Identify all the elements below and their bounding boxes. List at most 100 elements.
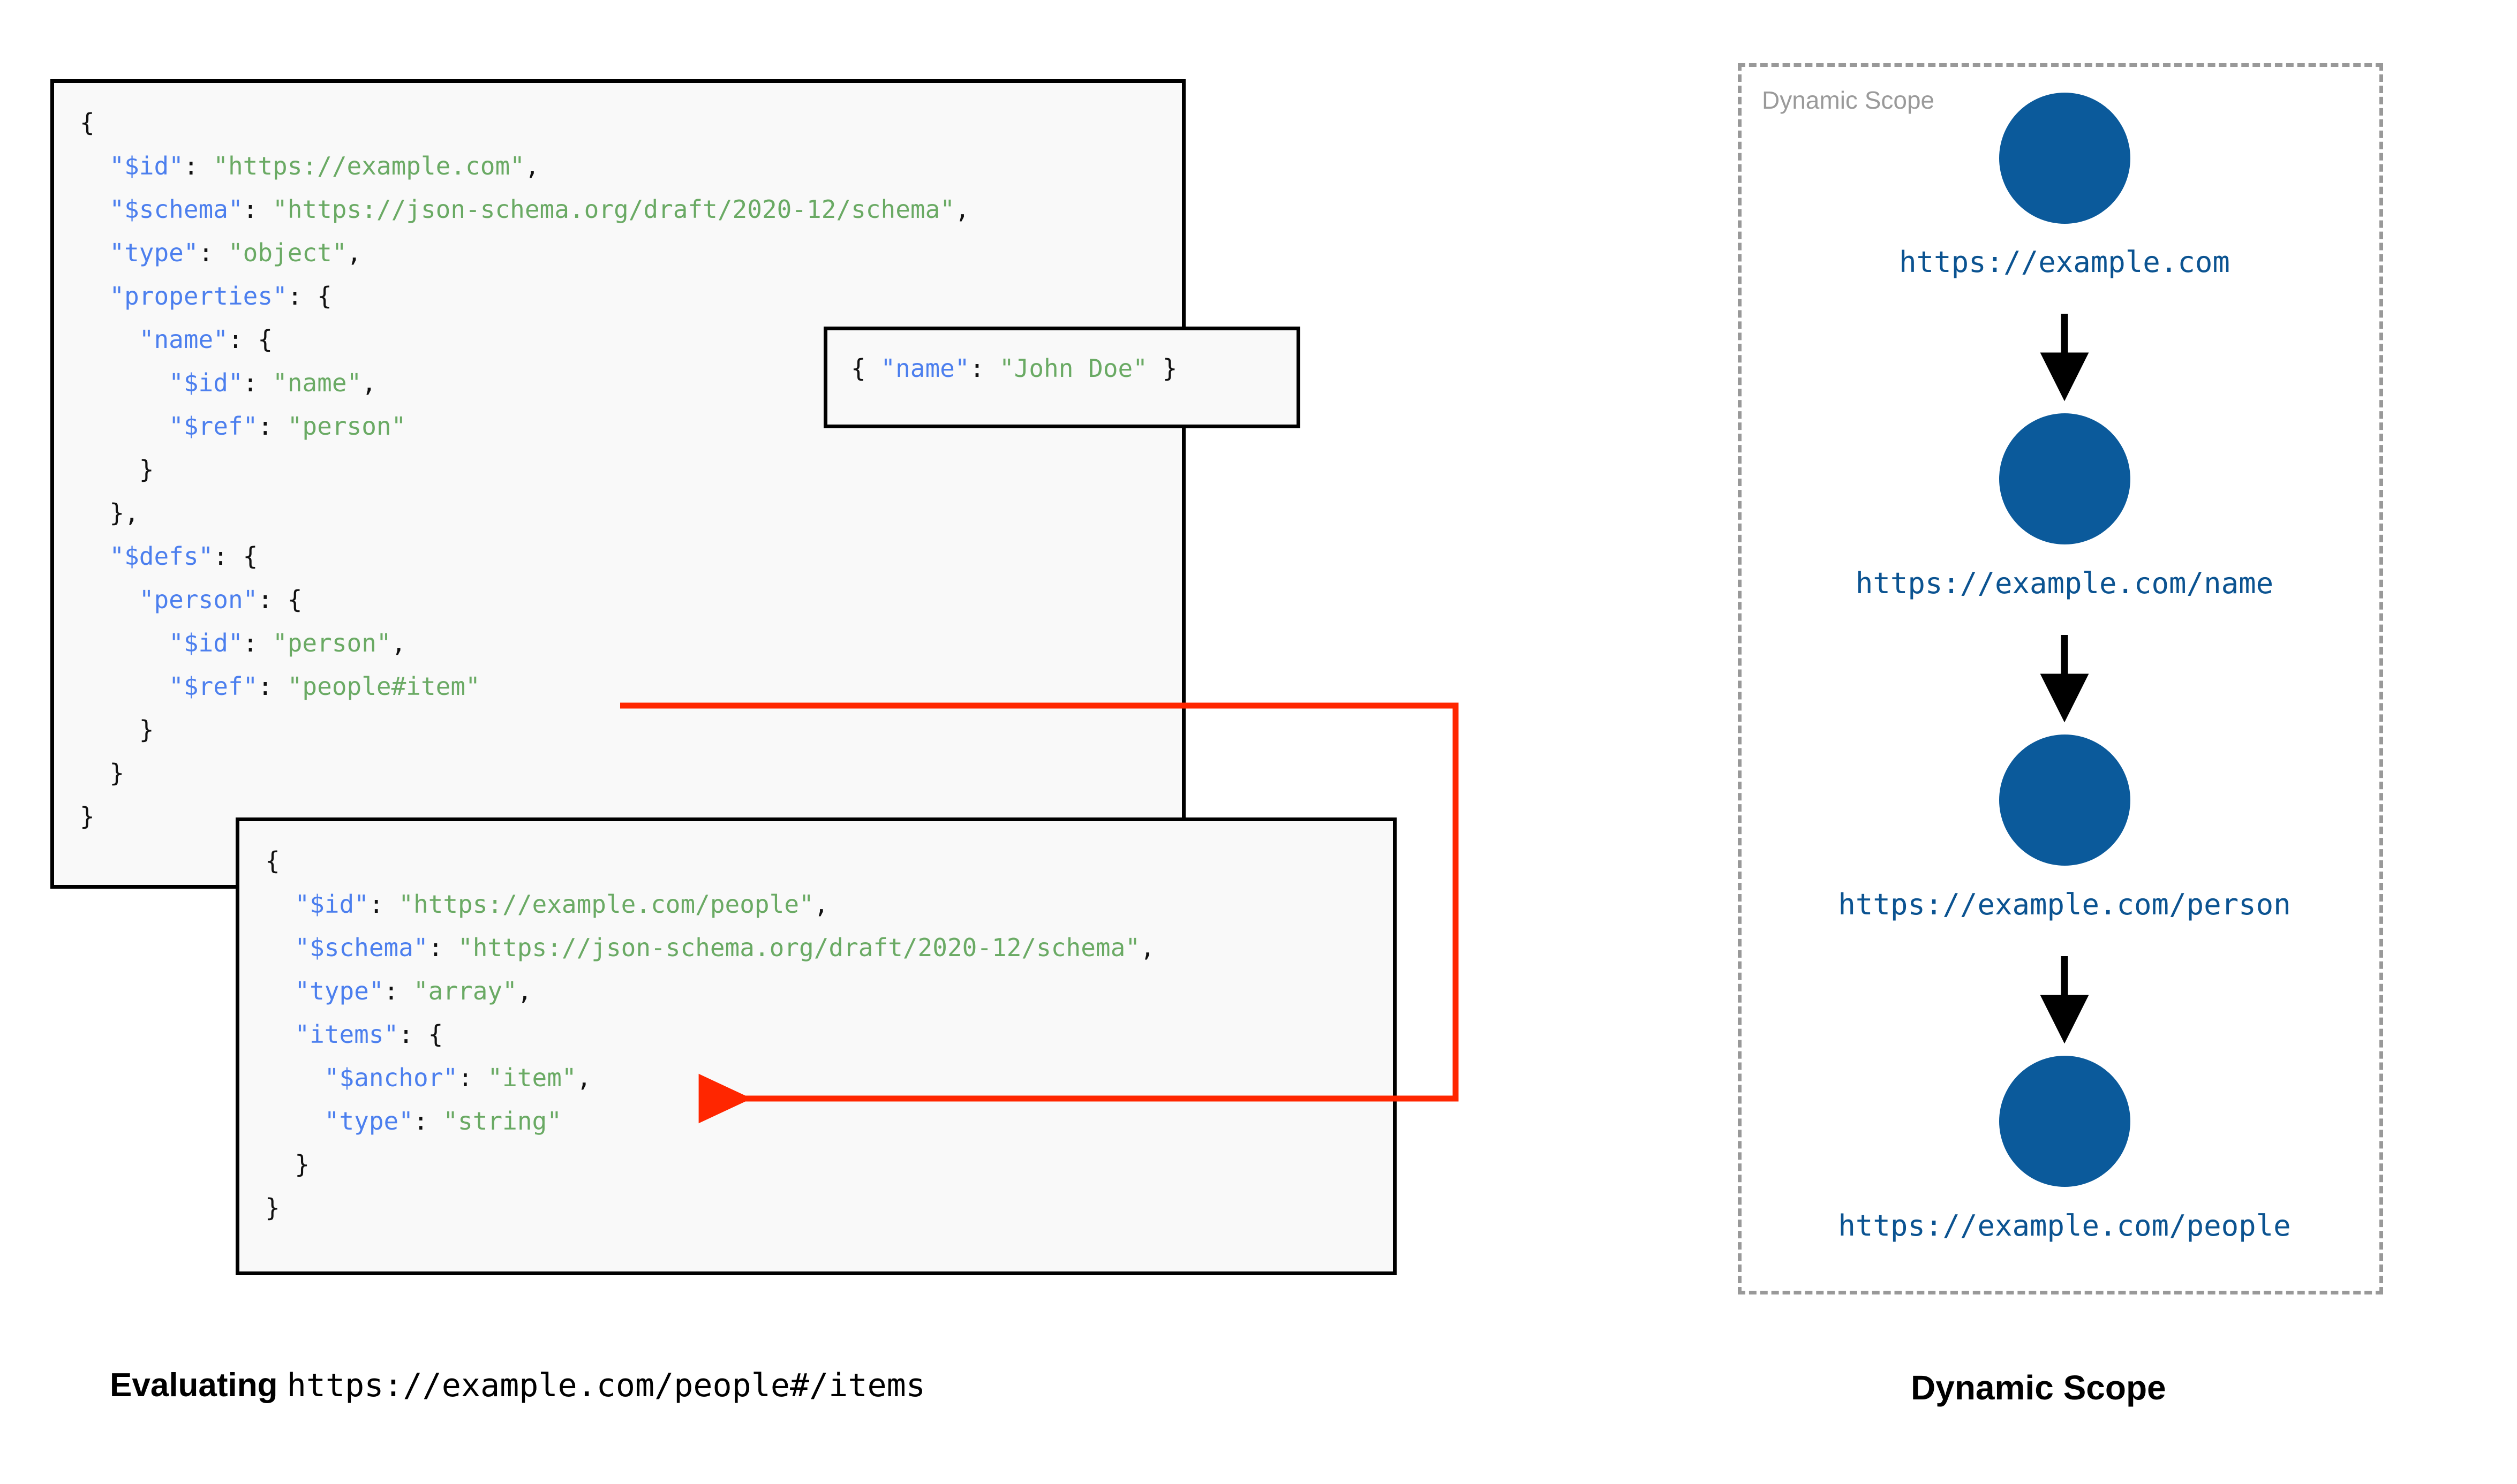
code-indent — [80, 715, 139, 744]
json-key: "name" — [139, 325, 228, 354]
json-punct: { — [851, 354, 881, 383]
json-punct: } — [109, 759, 125, 788]
code-indent — [80, 455, 139, 484]
code-line: } — [265, 1186, 1155, 1230]
json-string: "object" — [228, 238, 347, 267]
json-punct: : — [413, 1107, 443, 1135]
scope-node-label-3: https://example.com/people — [1838, 1209, 2291, 1243]
code-indent — [80, 629, 169, 657]
json-key: "$anchor" — [324, 1063, 458, 1092]
code-indent — [80, 585, 139, 614]
json-punct: }, — [109, 498, 139, 527]
schema-people-code: { "$id": "https://example.com/people", "… — [265, 839, 1155, 1230]
code-line: "items": { — [265, 1013, 1155, 1056]
code-line: } — [80, 708, 970, 752]
code-indent — [80, 759, 109, 788]
code-indent — [80, 368, 169, 397]
evaluating-caption: Evaluating https://example.com/people#/i… — [110, 1366, 925, 1404]
json-punct: : — [428, 933, 458, 962]
json-punct: } — [265, 1193, 280, 1222]
json-punct: : — [458, 1063, 488, 1092]
code-indent — [265, 976, 295, 1005]
code-indent — [80, 498, 109, 527]
json-key: "$ref" — [169, 412, 258, 441]
json-key: "$id" — [169, 629, 243, 657]
dynamic-scope-panel — [1738, 63, 2383, 1294]
code-line: { — [265, 839, 1155, 883]
json-punct: } — [1147, 354, 1178, 383]
code-indent — [265, 1150, 295, 1179]
code-line: "$schema": "https://json-schema.org/draf… — [265, 926, 1155, 970]
json-punct: : { — [398, 1020, 443, 1049]
evaluating-label: Evaluating — [110, 1367, 287, 1404]
code-indent — [80, 542, 109, 571]
scope-node-label-0: https://example.com — [1899, 245, 2230, 279]
json-string: "https://example.com/people" — [398, 890, 814, 919]
scope-node-3 — [1999, 1056, 2130, 1187]
scope-node-label-2: https://example.com/person — [1838, 888, 2291, 921]
dynamic-scope-panel-label: Dynamic Scope — [1762, 86, 1935, 114]
json-punct: , — [524, 152, 540, 180]
code-indent — [80, 195, 109, 224]
code-line: }, — [80, 491, 970, 535]
code-indent — [80, 282, 109, 311]
scope-node-1 — [1999, 413, 2130, 544]
dynamic-scope-caption: Dynamic Scope — [1911, 1368, 2166, 1407]
code-line: "$anchor": "item", — [265, 1056, 1155, 1100]
json-string: "people#item" — [287, 672, 480, 701]
code-line: "type": "string" — [265, 1100, 1155, 1143]
json-key: "type" — [324, 1107, 413, 1135]
json-punct: , — [1140, 933, 1155, 962]
json-key: "$id" — [169, 368, 243, 397]
json-punct: : — [368, 890, 399, 919]
code-line: } — [80, 795, 970, 838]
code-indent — [80, 672, 169, 701]
json-string: "string" — [443, 1107, 562, 1135]
json-punct: : { — [228, 325, 273, 354]
instance-code: { "name": "John Doe" } — [851, 352, 1177, 385]
json-punct: , — [361, 368, 376, 397]
json-key: "name" — [880, 354, 970, 383]
json-punct: , — [391, 629, 406, 657]
json-string: "John Doe" — [999, 354, 1148, 383]
json-string: "array" — [413, 976, 517, 1005]
json-key: "$id" — [109, 152, 184, 180]
code-line: "$ref": "people#item" — [80, 665, 970, 708]
json-key: "$id" — [295, 890, 369, 919]
json-key: "$schema" — [295, 933, 428, 962]
code-line: "$schema": "https://json-schema.org/draf… — [80, 188, 969, 231]
code-line: "properties": { — [80, 275, 970, 318]
code-line: "$id": "person", — [80, 622, 970, 665]
schema-people-box: { "$id": "https://example.com/people", "… — [236, 817, 1397, 1275]
json-punct: : { — [213, 542, 258, 571]
code-line: "type": "object", — [80, 231, 970, 275]
code-line: "$defs": { — [80, 535, 970, 578]
code-line: } — [80, 448, 970, 491]
json-punct: , — [517, 976, 532, 1005]
json-punct: : — [969, 354, 999, 383]
code-line: { "name": "John Doe" } — [851, 352, 1177, 385]
schema-root-code: { "$id": "https://example.com", "$schema… — [80, 101, 970, 838]
code-indent — [80, 412, 169, 441]
scope-node-label-1: https://example.com/name — [1855, 566, 2274, 600]
json-key: "type" — [109, 238, 199, 267]
json-punct: , — [576, 1063, 592, 1092]
code-line: { — [80, 101, 970, 145]
code-line: } — [265, 1143, 1155, 1186]
code-indent — [265, 933, 295, 962]
scope-node-2 — [1999, 735, 2130, 866]
json-key: "type" — [295, 976, 384, 1005]
json-string: "https://json-schema.org/draft/2020-12/s… — [458, 933, 1140, 962]
json-punct: } — [80, 802, 95, 831]
json-punct: } — [295, 1150, 310, 1179]
json-punct: { — [80, 108, 95, 137]
json-key: "$ref" — [169, 672, 258, 701]
code-line: "type": "array", — [265, 970, 1155, 1013]
code-line: } — [80, 752, 970, 795]
code-indent — [265, 1107, 325, 1135]
scope-node-0 — [1999, 93, 2130, 224]
code-indent — [80, 152, 109, 180]
json-key: "person" — [139, 585, 258, 614]
